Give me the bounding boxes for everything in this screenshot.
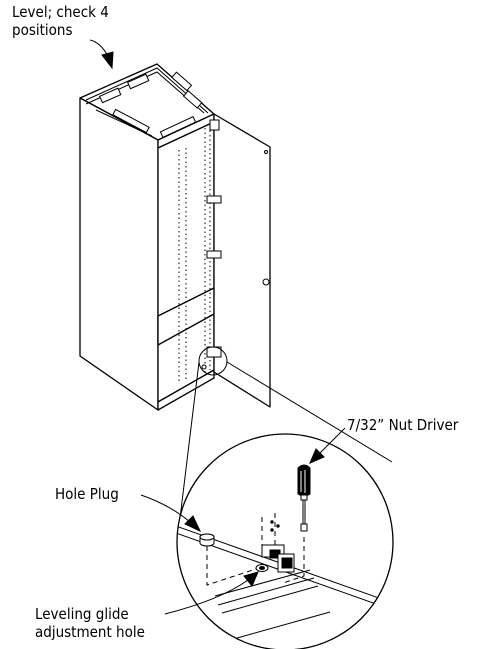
hinge-1 — [209, 119, 220, 131]
leveling-glide-label-line2: adjustment hole — [35, 623, 145, 641]
hole-plug — [199, 533, 215, 547]
hole-plug-path — [206, 546, 263, 586]
hinges — [201, 119, 270, 370]
door-handle — [262, 278, 270, 286]
leveling-hole-small — [201, 364, 207, 370]
driver-path — [282, 537, 305, 584]
level-arrow — [101, 51, 114, 70]
detail-contents — [177, 513, 393, 641]
level-check-label-line2: positions — [12, 21, 73, 39]
shelf-pin-holes — [178, 126, 211, 384]
hinge-3 — [206, 250, 222, 259]
cabinet-left-side — [79, 97, 159, 411]
level-check-label-line1: Level; check 4 — [12, 3, 109, 21]
callout-source-circle — [198, 346, 228, 376]
label-arrows — [89, 39, 346, 615]
cabinet — [79, 63, 271, 411]
driver-arrow — [309, 448, 325, 464]
hinge-2 — [206, 195, 222, 204]
top-brackets — [85, 67, 209, 138]
level-check-label: Level; check 4 positions — [12, 3, 109, 39]
hole-plug-label: Hole Plug — [55, 485, 119, 503]
nut-driver — [297, 464, 311, 532]
plug-arrow — [184, 515, 202, 533]
glide-arrow — [243, 571, 259, 587]
leveling-glide-label: Leveling glide adjustment hole — [35, 605, 145, 641]
leveling-glide-label-line1: Leveling glide — [35, 605, 129, 623]
cabinet-bottom-rail — [157, 369, 215, 411]
nut-driver-label: 7/32” Nut Driver — [347, 416, 459, 434]
cabinet-door — [213, 113, 271, 408]
detail-circle — [176, 433, 394, 649]
